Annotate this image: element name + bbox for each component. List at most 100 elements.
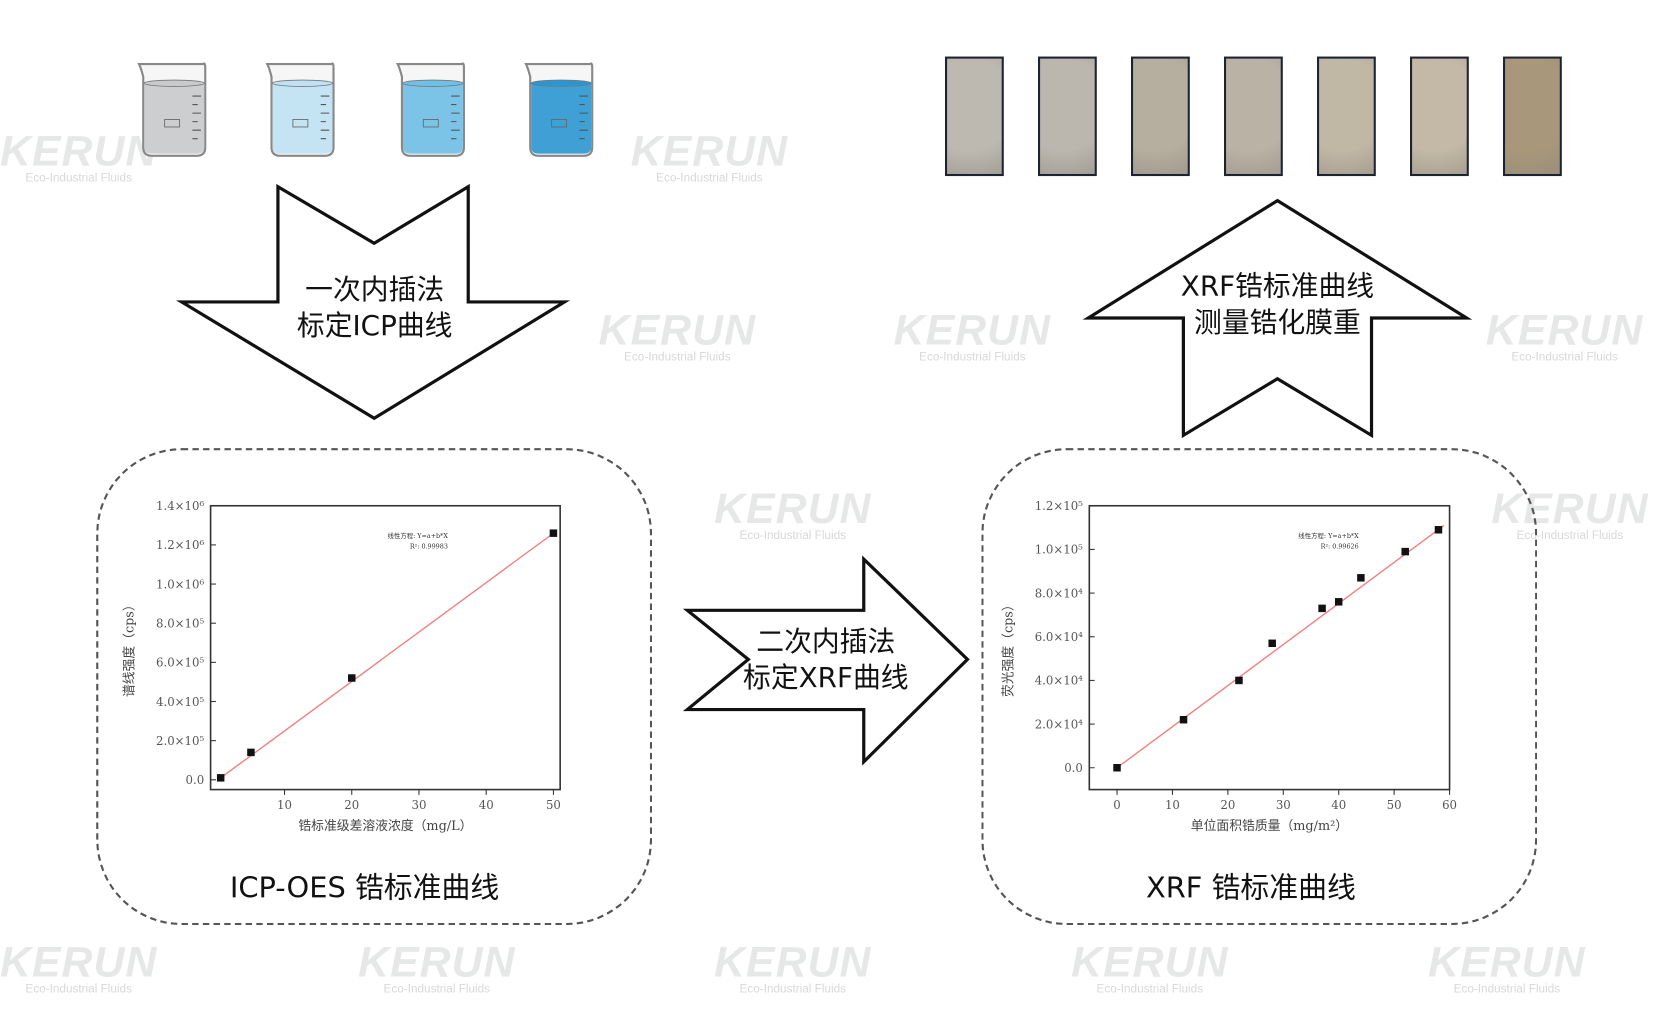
x-tick-label: 40 [1331, 798, 1346, 812]
watermark-brand: KERUN [714, 485, 872, 533]
zirconium-film-sample [1131, 56, 1190, 177]
y-tick-label: 4.0×10⁵ [156, 695, 204, 709]
y-tick-label: 0.0 [185, 773, 204, 787]
watermark-brand: KERUN [893, 307, 1052, 355]
legend-r2: R²: 0.99983 [410, 542, 448, 550]
icp-chart-frame [96, 448, 653, 926]
legend-equation: 线性方程: Y=a+b*X [1298, 531, 1359, 540]
y-tick-label: 4.0×10⁴ [1035, 674, 1083, 688]
y-tick-label: 1.0×10⁵ [1035, 543, 1083, 557]
up-arrow [1082, 198, 1473, 439]
data-point [549, 529, 558, 537]
zirconium-film-sample [1317, 56, 1376, 177]
x-tick-label: 50 [546, 798, 561, 812]
data-point [247, 748, 255, 757]
xrf-chart: 0.02.0×10⁴4.0×10⁴6.0×10⁴8.0×10⁴1.0×10⁵1.… [1000, 499, 1457, 834]
zirconium-film-sample [1037, 56, 1097, 177]
data-point [1318, 604, 1326, 613]
step3-label: XRF锆标准曲线 测量锆化膜重 [1171, 269, 1385, 342]
watermark-brand: KERUN [714, 938, 872, 986]
data-point [1434, 526, 1443, 534]
watermark-brand: KERUN [1428, 938, 1586, 986]
data-point [348, 674, 356, 682]
x-tick-label: 20 [1220, 798, 1235, 812]
zirconium-film-sample [944, 56, 1004, 177]
watermark-tagline: Eco-Industrial Fluids [624, 351, 731, 364]
x-tick-label: 50 [1387, 798, 1402, 812]
watermark-brand: KERUN [0, 938, 158, 986]
data-point [216, 774, 225, 782]
xrf-caption: XRF 锆标准曲线 [1145, 871, 1356, 905]
watermark-tagline: Eco-Industrial Fluids [656, 171, 763, 185]
zirconium-film-sample [1224, 56, 1283, 177]
watermark-brand: KERUN [1071, 938, 1229, 986]
icp-chart: 0.0 2.0×10⁵ 4.0×10⁵ 6.0×10⁵ 8.0×10⁵ 1.0×10⁶ 1.… [122, 499, 561, 834]
y-tick-label: 1.0×10⁶ [156, 577, 204, 591]
beaker-2-icon [265, 62, 335, 157]
watermark-brand: KERUN [358, 938, 516, 986]
step3-line2: 测量锆化膜重 [1194, 307, 1361, 340]
y-tick-label: 8.0×10⁵ [156, 616, 204, 630]
step2-line2: 标定XRF曲线 [743, 662, 909, 695]
x-tick-label: 40 [479, 798, 494, 812]
step1-line2: 标定ICP曲线 [296, 310, 453, 343]
data-point [1268, 639, 1276, 648]
y-tick-label: 2.0×10⁵ [156, 734, 204, 748]
x-tick-label: 0 [1113, 798, 1120, 812]
watermark-tagline: Eco-Industrial Fluids [1511, 351, 1618, 364]
data-point [1334, 598, 1343, 606]
step1-label: 一次内插法 标定ICP曲线 [286, 272, 462, 345]
y-tick-label: 0.0 [1064, 761, 1083, 775]
beaker-1-icon [137, 62, 207, 157]
down-arrow [175, 183, 571, 421]
plot-area [209, 504, 561, 791]
icp-caption: ICP-OES 锆标准曲线 [229, 871, 500, 905]
y-tick-label: 8.0×10⁴ [1035, 586, 1083, 600]
step3-line1: XRF锆标准曲线 [1180, 271, 1375, 304]
watermark-tagline: Eco-Industrial Fluids [919, 351, 1026, 364]
x-tick-label: 30 [1276, 798, 1291, 812]
data-point [1401, 547, 1409, 556]
legend-equation: 线性方程: Y=a+b*X [388, 531, 449, 540]
x-tick-label: 10 [1165, 798, 1180, 812]
data-point [1357, 574, 1365, 582]
fit-line [220, 532, 554, 779]
beaker-3-icon [395, 62, 466, 157]
watermark-tagline: Eco-Industrial Fluids [1096, 982, 1204, 996]
data-point [1179, 715, 1188, 724]
x-tick-label: 60 [1442, 798, 1457, 812]
data-point [1113, 764, 1121, 772]
watermark-tagline: Eco-Industrial Fluids [1516, 529, 1624, 543]
watermark-brand: KERUN [630, 128, 789, 175]
y-tick-label: 6.0×10⁵ [156, 656, 204, 670]
beaker-4-icon [524, 62, 594, 157]
zirconium-film-sample [1503, 56, 1562, 177]
x-tick-label: 30 [412, 798, 427, 812]
x-axis-label: 单位面积锆质量（mg/m²） [1191, 819, 1348, 834]
watermark-tagline: Eco-Industrial Fluids [739, 982, 847, 996]
watermark-brand: KERUN [598, 307, 757, 355]
watermark-brand: KERUN [0, 128, 158, 175]
data-point [1235, 676, 1243, 685]
y-tick-label: 1.2×10⁶ [156, 538, 204, 552]
watermark-tagline: Eco-Industrial Fluids [383, 982, 491, 996]
watermark-tagline: Eco-Industrial Fluids [739, 529, 847, 543]
y-tick-label: 6.0×10⁴ [1035, 630, 1083, 644]
x-tick-label: 10 [277, 798, 292, 812]
fit-line [1116, 524, 1445, 769]
xrf-chart-frame [981, 448, 1538, 926]
watermark-tagline: Eco-Industrial Fluids [25, 171, 132, 185]
y-tick-label: 1.2×10⁵ [1035, 499, 1083, 513]
